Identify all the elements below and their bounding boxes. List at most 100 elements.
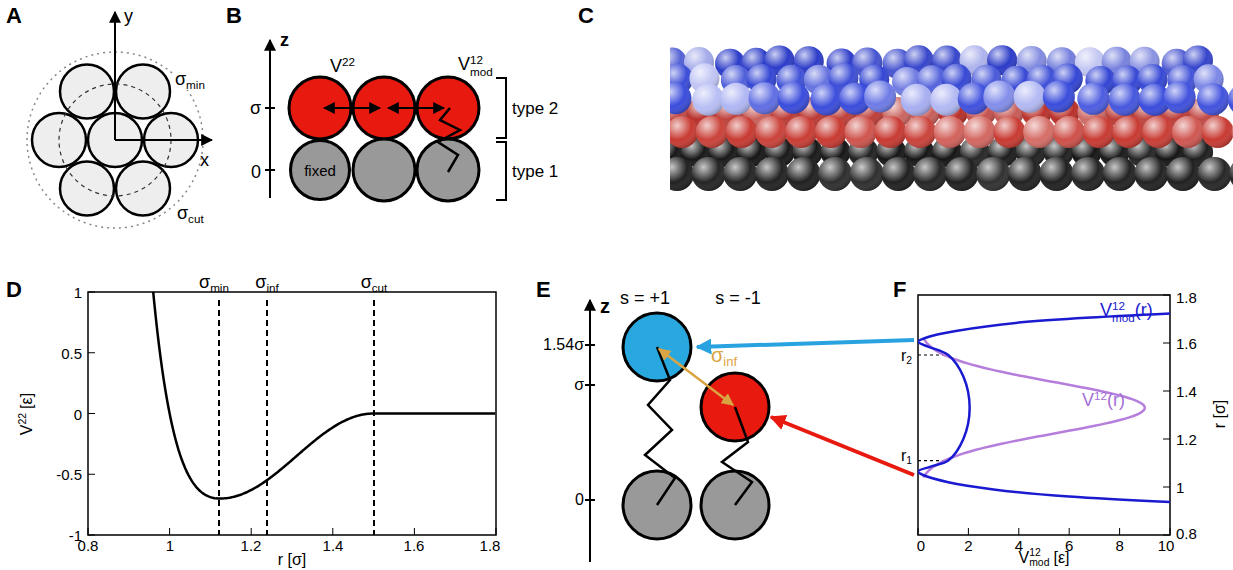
label-run: σinf	[711, 345, 737, 368]
figure-label: V	[1019, 548, 1030, 565]
panel-c-render-part-part	[983, 80, 1015, 112]
fixed-particle: fixed	[289, 139, 351, 201]
panel-c-render-part	[913, 157, 947, 191]
panel-c-render-part-part	[881, 157, 915, 191]
label-run: r [σ]	[278, 552, 307, 568]
panel-c-render-part	[1008, 157, 1042, 191]
figure-label: 2	[964, 537, 972, 554]
panel-c-render-part-part	[964, 116, 996, 148]
panel-c-render-part-part	[670, 116, 698, 148]
label-run: 1	[166, 538, 174, 553]
panel-c-render-part-part	[930, 84, 962, 116]
panel-c-render-part-part	[983, 80, 1015, 112]
panel-c-render-part-part	[1008, 157, 1042, 191]
panel-c-render-part-part	[1112, 116, 1144, 148]
figure-label: (r)	[1135, 301, 1153, 321]
panel-c-render-part-part	[864, 80, 896, 112]
index-stack: 12mod	[1029, 548, 1049, 569]
panel-c-render-part	[818, 157, 852, 191]
panel-c-render-part	[785, 116, 817, 148]
index-stack: 12mod	[1112, 300, 1135, 323]
figure-label: s = -1	[715, 288, 761, 308]
panel-c-render-part-part	[755, 157, 789, 191]
label-run: y	[124, 7, 133, 25]
label-run: σmin	[173, 70, 207, 90]
label-run: V12mod[ε]	[1019, 548, 1070, 569]
panel-d-plot-part-part	[88, 292, 95, 293]
figure-label: 1.2	[1176, 431, 1197, 448]
panel-c-render-part	[692, 157, 726, 191]
label-run: 0	[575, 492, 584, 508]
panel-f-plot-part-part	[1163, 439, 1170, 440]
label-run: 1.2	[241, 538, 262, 553]
panel-c-render-part-part	[1083, 116, 1115, 148]
particle-label: fixed	[304, 162, 336, 179]
panel-c-render-part-part	[1197, 83, 1229, 115]
index-stack: 12mod	[470, 54, 493, 77]
label-run: s = -1	[715, 289, 761, 307]
panel-f-plot-part-part	[1163, 487, 1170, 488]
panel-a-lattice-part	[114, 12, 116, 140]
panel-b-layers-part	[289, 77, 479, 139]
figure-label: E	[536, 277, 551, 302]
figure-label: 10	[1158, 537, 1175, 554]
panel-c-render-part-part	[786, 157, 820, 191]
panel-c-render-part-part	[1231, 116, 1233, 148]
figure-label: inf	[723, 353, 737, 368]
panel-c-render-part-part	[1197, 83, 1229, 115]
label-run: 0	[917, 538, 925, 553]
figure-label: type 1	[512, 162, 558, 181]
label-run: 1.4	[1176, 384, 1197, 399]
figure-label: C	[578, 3, 594, 28]
figure-label: min	[210, 280, 229, 293]
panel-c-render-part-part	[1014, 81, 1046, 113]
panel-c-render-part	[1142, 116, 1174, 148]
label-run: x	[200, 151, 209, 169]
panel-c-render-part-part	[845, 116, 877, 148]
panel-c-render-part	[1198, 157, 1232, 191]
panel-b-layers-part	[269, 40, 271, 198]
label-run: E	[536, 279, 551, 301]
panel-c-render-part-part	[1077, 83, 1109, 115]
panel-c-render-part	[1014, 81, 1046, 113]
label-run: B	[226, 5, 242, 27]
panel-c-render-part-part	[1053, 116, 1085, 148]
panel-a-lattice-part-part	[116, 65, 170, 119]
panel-c-render-part-part	[845, 116, 877, 148]
panel-c-render-part	[1083, 116, 1115, 148]
panel-c-render-part	[901, 84, 933, 116]
panel-c-render-part-part	[815, 116, 847, 148]
panel-c-render-part-part	[934, 116, 966, 148]
panel-c-render-part-part	[692, 84, 724, 116]
figure-label: z	[280, 30, 289, 50]
figure-label: z	[600, 295, 610, 317]
panel-f-plot-part-part	[1163, 343, 1170, 344]
panel-d-plot-part-part	[251, 528, 252, 535]
panel-c-render-part-part	[1198, 157, 1232, 191]
panel-c-render-part-part	[945, 157, 979, 191]
figure-label: σ	[199, 272, 210, 292]
figure-label: 0.8	[1176, 525, 1197, 542]
panel-c-render-part-part	[1229, 157, 1233, 191]
panel-c-render-part-part	[777, 82, 809, 114]
label-run: 0	[74, 406, 82, 421]
figure-label: 1.54σ	[543, 336, 584, 353]
figure-label: x	[200, 150, 209, 170]
panel-a-lattice	[27, 12, 212, 228]
panel-c-render-part-part	[1077, 83, 1109, 115]
label-run: 1.8	[1176, 290, 1197, 305]
figure-label: r [σ]	[278, 551, 307, 568]
panel-f-plot-part-part	[1170, 528, 1171, 535]
panel-c-render-part-part	[1172, 116, 1204, 148]
figure-label: 0	[575, 491, 584, 508]
figure-label: inf	[266, 280, 278, 293]
label-run: 1.6	[1176, 336, 1197, 351]
panel-c-render-part-part	[850, 157, 884, 191]
panel-d-plot-part	[149, 292, 495, 499]
panel-d-plot-part-part	[88, 352, 95, 353]
panel-c-render-part	[723, 157, 757, 191]
figure-label: 22	[342, 55, 355, 68]
label-run: A	[6, 5, 22, 27]
panel-c-render-part-part	[755, 116, 787, 148]
panel-c-render-part	[777, 82, 809, 114]
